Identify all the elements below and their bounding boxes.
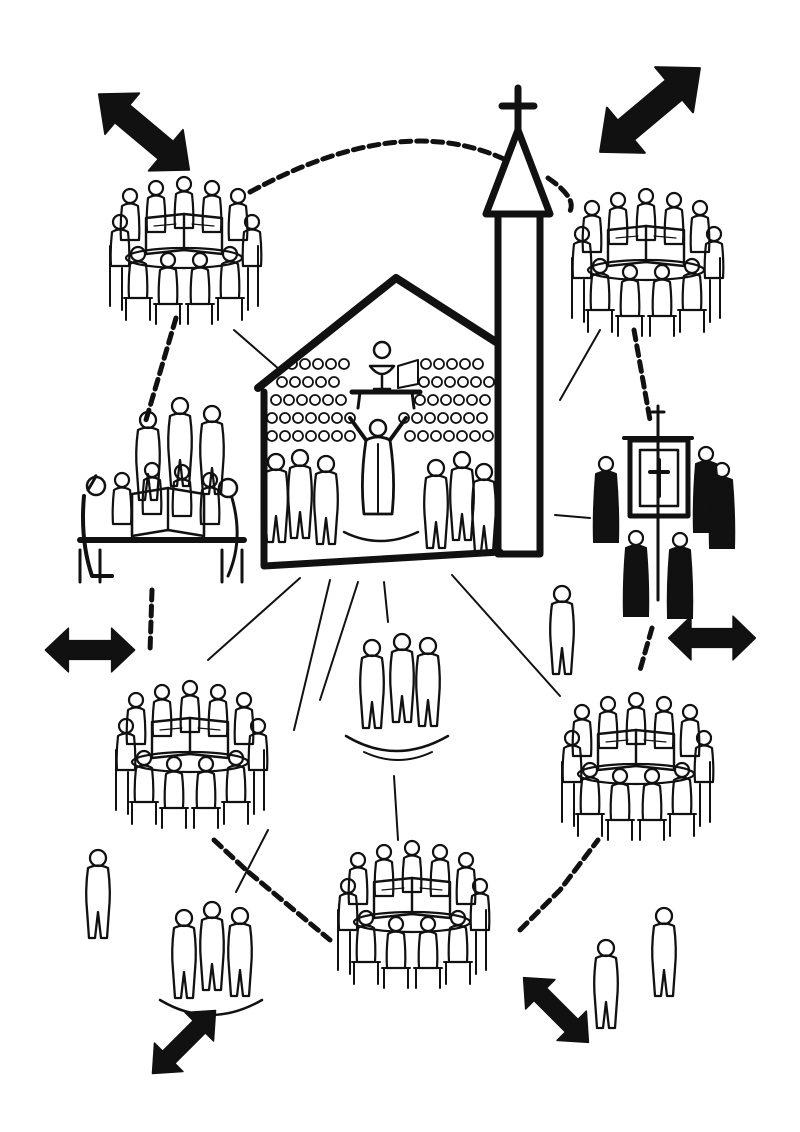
bible-circle-top-right [572, 189, 723, 336]
standing-trio-bottom-left [158, 900, 264, 1017]
congregant-head [453, 394, 465, 406]
congregant-head [292, 430, 304, 442]
congregant-head [305, 430, 317, 442]
congregant-head [470, 376, 482, 388]
congregant-head [266, 430, 278, 442]
bible-circle-mid-right [562, 693, 713, 840]
congregant-head [459, 358, 471, 370]
congregant-head [433, 358, 445, 370]
congregant-head [309, 394, 321, 406]
congregant-head [456, 430, 468, 442]
congregant-head [483, 376, 495, 388]
congregant-head [318, 412, 330, 424]
congregant-head [482, 430, 494, 442]
congregant-head [414, 394, 426, 406]
procession-group [592, 404, 736, 620]
double-arrow-icon [667, 615, 757, 661]
congregant-head [437, 412, 449, 424]
congregant-head [328, 376, 340, 388]
congregant-head [444, 376, 456, 388]
congregant-head [270, 394, 282, 406]
standing-trio-center [344, 632, 450, 761]
congregant-head [420, 358, 432, 370]
congregant-head [283, 394, 295, 406]
congregant-head [476, 412, 488, 424]
congregant-head [286, 358, 298, 370]
congregant-head [450, 412, 462, 424]
congregant-head [457, 376, 469, 388]
bible-table-group [77, 396, 247, 584]
congregant-head [279, 430, 291, 442]
congregant-head [331, 412, 343, 424]
congregant-head [315, 376, 327, 388]
congregant-head [331, 430, 343, 442]
double-arrow-icon [580, 44, 720, 176]
double-arrow-icon [80, 72, 208, 192]
congregant-head [404, 430, 416, 442]
steeple-cross-icon [498, 84, 538, 140]
congregant-head [292, 412, 304, 424]
congregant-head [338, 358, 350, 370]
bible-circle-mid-left [116, 681, 267, 828]
congregant-head [302, 376, 314, 388]
congregant-head [344, 430, 356, 442]
church-standers [263, 448, 497, 554]
congregant-head [322, 394, 334, 406]
congregant-head [312, 358, 324, 370]
congregation [266, 358, 495, 442]
congregant-head [469, 430, 481, 442]
congregant-head [446, 358, 458, 370]
congregant-head [431, 376, 443, 388]
banner-cross-icon [650, 404, 666, 428]
congregant-head [418, 376, 430, 388]
congregant-head [325, 358, 337, 370]
church-building [254, 84, 554, 570]
congregant-head [276, 376, 288, 388]
congregant-head [299, 358, 311, 370]
congregant-head [266, 412, 278, 424]
congregant-head [427, 394, 439, 406]
congregant-head [463, 412, 475, 424]
congregant-head [289, 376, 301, 388]
double-arrow-icon [44, 627, 136, 673]
congregant-head [472, 358, 484, 370]
congregant-head [466, 394, 478, 406]
spoke-lines [207, 329, 601, 893]
congregant-head [344, 412, 356, 424]
altar [349, 340, 423, 410]
congregant-head [440, 394, 452, 406]
congregant-head [417, 430, 429, 442]
congregant-head [430, 430, 442, 442]
priest-figure [348, 416, 408, 516]
congregant-head [479, 394, 491, 406]
bible-circle-top-left [110, 177, 261, 324]
congregant-head [411, 412, 423, 424]
congregant-head [443, 430, 455, 442]
congregant-head [318, 430, 330, 442]
congregant-head [296, 394, 308, 406]
congregant-head [424, 412, 436, 424]
double-arrow-icon [508, 962, 604, 1058]
bible-circle-bottom [338, 841, 489, 988]
congregant-head [279, 412, 291, 424]
congregant-head [335, 394, 347, 406]
dashed-connection-ring [143, 138, 655, 943]
congregant-head [305, 412, 317, 424]
